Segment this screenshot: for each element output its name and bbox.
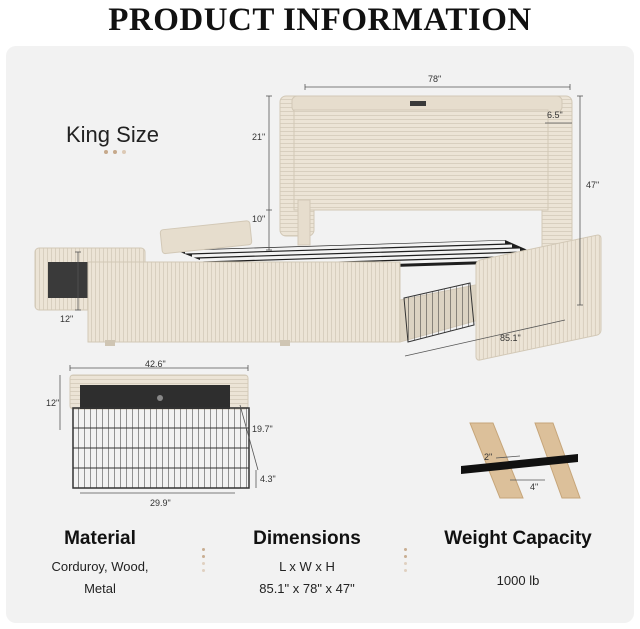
dim-basket-height: 4.3" bbox=[260, 474, 276, 484]
dim-drawer-front-height: 12" bbox=[46, 398, 60, 408]
feature-weight-title: Weight Capacity bbox=[444, 528, 592, 549]
separator-dots bbox=[404, 548, 407, 572]
feature-weight-line-1: 1000 lb bbox=[496, 573, 540, 588]
bed-illustration bbox=[34, 95, 602, 361]
page-title: PRODUCT INFORMATION bbox=[108, 2, 532, 38]
feature-material-line-1: Corduroy, Wood, bbox=[51, 559, 149, 574]
feature-dimensions-line-1: L x W x H bbox=[279, 559, 335, 574]
drawer-illustration bbox=[69, 374, 250, 489]
dim-drawer-depth: 19.7" bbox=[252, 424, 273, 434]
separator-dots bbox=[202, 548, 205, 572]
dim-bed-width: 78" bbox=[428, 74, 442, 84]
dim-headboard-height: 21" bbox=[252, 132, 266, 142]
dim-drawer-height: 12" bbox=[60, 314, 74, 324]
slat-illustration bbox=[461, 422, 581, 499]
dim-slat-thickness: 2" bbox=[484, 452, 493, 462]
decorative-dots bbox=[104, 150, 126, 154]
slat-dimension-lines bbox=[495, 455, 545, 481]
drawer-dimension-lines bbox=[59, 365, 259, 494]
feature-material-line-2: Metal bbox=[84, 581, 116, 596]
feature-dimensions-title: Dimensions bbox=[253, 528, 361, 549]
dim-drawer-width: 42.6" bbox=[145, 359, 166, 369]
dim-bed-height: 47" bbox=[586, 180, 600, 190]
bed-dimension-lines bbox=[75, 84, 583, 357]
dim-bed-length: 85.1" bbox=[500, 333, 521, 343]
feature-material-title: Material bbox=[64, 528, 136, 549]
dim-basket-width: 29.9" bbox=[150, 498, 171, 508]
dim-wing-depth: 6.5" bbox=[547, 110, 563, 120]
dim-slat-width: 4" bbox=[530, 482, 539, 492]
feature-dimensions-line-2: 85.1" x 78" x 47" bbox=[259, 581, 355, 596]
dim-clearance: 10" bbox=[252, 214, 266, 224]
size-label: King Size bbox=[66, 122, 159, 147]
